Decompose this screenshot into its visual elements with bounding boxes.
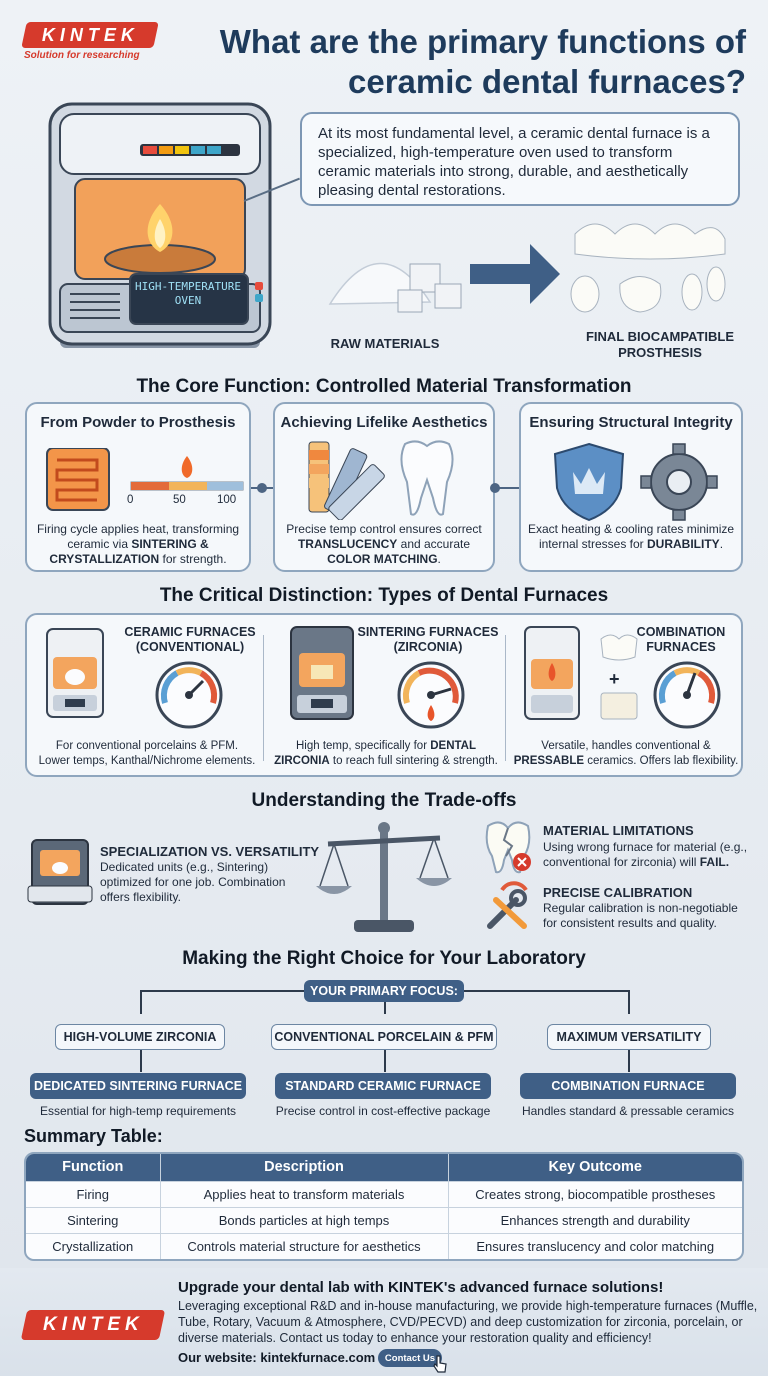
ceramic-furnace-icon xyxy=(46,628,104,718)
contact-us-button[interactable]: Contact Us xyxy=(378,1349,442,1367)
footer-headline: Upgrade your dental lab with KINTEK's ad… xyxy=(178,1279,664,1296)
column-header: Key Outcome xyxy=(448,1154,742,1181)
card-description: Firing cycle applies heat, transforming … xyxy=(36,522,240,566)
combination-furnace-icon xyxy=(524,626,580,720)
plus-sign: + xyxy=(609,669,620,689)
gauge-high-icon xyxy=(397,661,465,729)
furnace-type-name: CERAMIC FURNACES(CONVENTIONAL) xyxy=(124,625,256,654)
connector-dot xyxy=(490,483,500,493)
recommended-furnace: COMBINATION FURNACE xyxy=(520,1073,736,1099)
card-connector-2 xyxy=(495,487,519,489)
kintek-footer-logo: KINTEK xyxy=(20,1310,166,1340)
material-limitations-text: Using wrong furnace for material (e.g., … xyxy=(543,840,748,869)
recommendation-caption: Handles standard & pressable ceramics xyxy=(521,1104,735,1118)
card-powder-to-prosthesis: From Powder to Prosthesis 0 50 100 Firin… xyxy=(25,402,251,572)
dedicated-furnace-icon xyxy=(27,839,93,905)
card-title: Achieving Lifelike Aesthetics xyxy=(280,414,488,431)
card-title: Ensuring Structural Integrity xyxy=(529,414,733,431)
divider xyxy=(263,635,264,761)
furnace-type-desc: Versatile, handles conventional & PRESSA… xyxy=(513,740,739,767)
core-section-title: The Core Function: Controlled Material T… xyxy=(136,376,632,397)
crown-block-icon xyxy=(600,634,638,720)
scale-0: 0 xyxy=(127,494,134,506)
recommended-furnace: DEDICATED SINTERING FURNACE xyxy=(30,1073,246,1099)
tree-line xyxy=(140,1050,142,1072)
material-limitations-title: MATERIAL LIMITATIONS xyxy=(543,823,694,838)
focus-option: MAXIMUM VERSATILITY xyxy=(547,1024,711,1050)
furnace-type-name: SINTERING FURNACES(ZIRCONIA) xyxy=(357,625,499,654)
gauge-dual-icon xyxy=(653,661,721,729)
oven-screen-label: HIGH-TEMPERATURE OVEN xyxy=(135,280,241,307)
website-link[interactable]: Our website: kintekfurnace.com xyxy=(178,1350,376,1365)
primary-focus-header: YOUR PRIMARY FOCUS: xyxy=(304,980,464,1002)
card-lifelike-aesthetics: Achieving Lifelike Aesthetics Precise te… xyxy=(273,402,495,572)
shade-guide-tooth-icon xyxy=(308,440,454,520)
recommendation-caption: Essential for high-temp requirements xyxy=(39,1104,237,1118)
high-temperature-oven-icon xyxy=(48,102,272,348)
tree-line xyxy=(384,1050,386,1072)
furnace-type-desc: High temp, specifically for DENTAL ZIRCO… xyxy=(274,740,498,767)
choice-section-title: Making the Right Choice for Your Laborat… xyxy=(182,948,586,969)
summary-title: Summary Table: xyxy=(24,1126,163,1146)
tradeoffs-section-title: Understanding the Trade-offs xyxy=(251,790,517,811)
footer-text: Leveraging exceptional R&D and in-house … xyxy=(178,1299,758,1345)
divider xyxy=(505,635,506,761)
pointer-hand-icon xyxy=(433,1355,447,1373)
shield-gear-icon xyxy=(553,442,718,522)
gauge-low-icon xyxy=(155,661,223,729)
column-header: Description xyxy=(160,1154,449,1181)
card-title: From Powder to Prosthesis xyxy=(40,414,236,431)
connector-dot xyxy=(257,483,267,493)
page-title: What are the primary functions of cerami… xyxy=(219,23,746,100)
card-description: Precise temp control ensures correct TRA… xyxy=(286,522,482,566)
card-description: Exact heating & cooling rates minimize i… xyxy=(527,522,735,551)
tree-line xyxy=(384,1000,386,1014)
focus-option: CONVENTIONAL PORCELAIN & PFM xyxy=(271,1024,497,1050)
scale-100: 100 xyxy=(217,494,237,506)
kintek-logo: KINTEK xyxy=(21,22,159,48)
calibration-title: PRECISE CALIBRATION xyxy=(543,885,693,900)
recommendation-caption: Precise control in cost-effective packag… xyxy=(275,1104,491,1118)
intro-callout: At its most fundamental level, a ceramic… xyxy=(300,112,740,206)
cracked-tooth-icon xyxy=(485,821,531,874)
balance-scale-icon xyxy=(316,822,452,932)
calibration-text: Regular calibration is non-negotiable fo… xyxy=(543,901,738,930)
recommended-furnace: STANDARD CERAMIC FURNACE xyxy=(275,1073,491,1099)
tree-line xyxy=(628,1050,630,1072)
specialization-text: Dedicated units (e.g., Sintering) optimi… xyxy=(100,860,286,904)
calibration-tools-icon xyxy=(487,881,528,929)
tree-line xyxy=(628,990,630,1014)
logo-tagline: Solution for researching xyxy=(24,50,140,61)
column-header: Function xyxy=(26,1154,161,1181)
furnace-types-panel: CERAMIC FURNACES(CONVENTIONAL) For conve… xyxy=(25,613,743,777)
focus-option: HIGH-VOLUME ZIRCONIA xyxy=(55,1024,225,1050)
heating-element-icon xyxy=(46,448,244,511)
transformation-illustration xyxy=(328,223,726,313)
final-prosthesis-label: FINAL BIOCAMPATIBLE PROSTHESIS xyxy=(585,329,735,360)
types-section-title: The Critical Distinction: Types of Denta… xyxy=(159,585,609,606)
raw-materials-label: RAW MATERIALS xyxy=(330,336,440,351)
specialization-title: SPECIALIZATION VS. VERSATILITY xyxy=(100,844,320,859)
tree-line xyxy=(140,990,142,1014)
scale-50: 50 xyxy=(173,494,186,506)
sintering-furnace-icon xyxy=(290,626,354,720)
furnace-type-desc: For conventional porcelains & PFM.Lower … xyxy=(38,740,256,767)
card-structural-integrity: Ensuring Structural Integrity Exact heat… xyxy=(519,402,743,572)
